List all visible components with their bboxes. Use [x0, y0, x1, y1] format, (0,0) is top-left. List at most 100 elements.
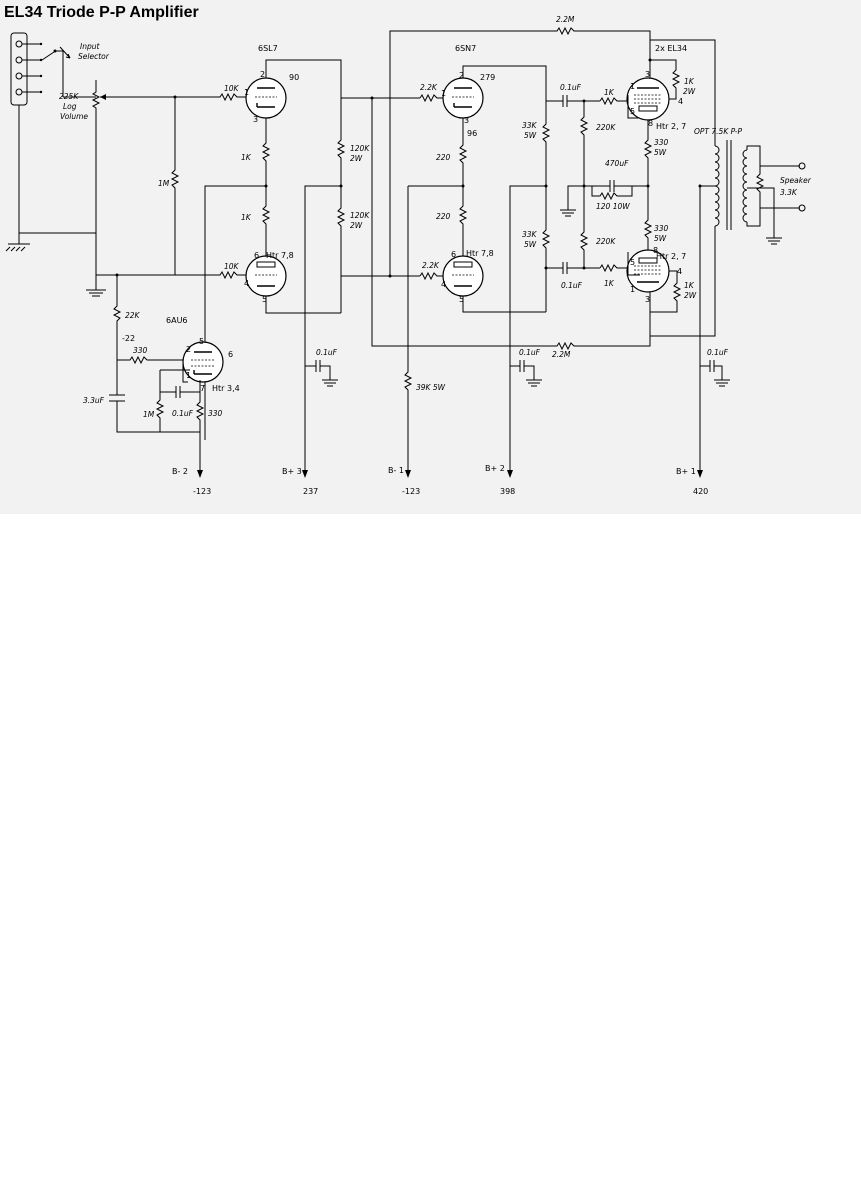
resistor-33k-top-1: 33K: [522, 121, 538, 130]
schematic-panel: EL34 Triode P-P Amplifier Input Selector…: [0, 0, 861, 514]
capacitor-v3: 0.1uF: [172, 409, 194, 418]
tube-6sn7-b: [442, 255, 484, 297]
resistor-330-cathode: 330: [208, 409, 223, 418]
svg-text:5: 5: [459, 295, 464, 304]
svg-text:1: 1: [244, 88, 249, 97]
resistor-1k-cathode-bottom: 1K: [241, 213, 252, 222]
resistor-3k3-speaker: 3.3K: [780, 188, 798, 197]
svg-text:7: 7: [200, 384, 205, 393]
resistor-120k-bottom-2: 2W: [350, 221, 363, 230]
resistor-2m2-feedback-bottom: 2.2M: [552, 350, 571, 359]
volume-label-3: Volume: [60, 112, 88, 121]
speaker-label: Speaker: [780, 176, 812, 185]
voltage-b2-neg: -123: [193, 487, 211, 496]
svg-text:4: 4: [677, 267, 682, 276]
resistor-1k-screen-top-2: 2W: [683, 87, 696, 96]
resistor-1m-v3: 1M: [143, 410, 155, 419]
capacitor-b2: 0.1uF: [519, 348, 541, 357]
svg-text:3: 3: [645, 70, 650, 79]
resistor-220k-bottom: 220K: [596, 237, 616, 246]
resistor-330-5w-bottom-1: 330: [654, 224, 669, 233]
tube-el34-bottom: [626, 249, 670, 293]
resistor-1k-screen-bottom-1: 1K: [684, 281, 695, 290]
svg-text:5: 5: [199, 337, 204, 346]
resistor-1k-screen-top-1: 1K: [684, 77, 695, 86]
heater-label-v2: Htr 7,8: [466, 249, 494, 258]
voltage-b3: 237: [303, 487, 318, 496]
resistor-33k-bottom-2: 5W: [524, 240, 537, 249]
svg-text:1: 1: [441, 89, 446, 98]
resistor-39k: 39K 5W: [416, 383, 446, 392]
capacitor-470uf: 470uF: [605, 159, 629, 168]
schematic-diagram: EL34 Triode P-P Amplifier Input Selector…: [4, 4, 812, 496]
svg-text:1: 1: [630, 285, 635, 294]
svg-text:3: 3: [464, 116, 469, 125]
svg-text:8: 8: [648, 119, 653, 128]
svg-text:4: 4: [244, 279, 249, 288]
resistor-120-10w: 120 10W: [596, 202, 630, 211]
svg-text:2: 2: [260, 70, 265, 79]
svg-text:5: 5: [262, 295, 267, 304]
resistor-330-5w-bottom-2: 5W: [654, 234, 667, 243]
voltage-v2-plate: 279: [480, 73, 495, 82]
input-selector-label-2: Selector: [78, 52, 110, 61]
tube-6sl7-b: [245, 255, 287, 297]
capacitor-coupling-bottom: 0.1uF: [561, 281, 583, 290]
tube-label-6sl7: 6SL7: [258, 44, 278, 53]
capacitor-b1: 0.1uF: [707, 348, 729, 357]
resistor-220-bottom: 220: [436, 212, 451, 221]
svg-text:4: 4: [678, 97, 683, 106]
resistor-2k2-bottom: 2.2K: [422, 261, 440, 270]
resistor-2k2-top: 2.2K: [420, 83, 438, 92]
voltage-b1-neg: -123: [402, 487, 420, 496]
resistor-1k-grid-bottom: 1K: [604, 279, 615, 288]
resistor-1k-cathode-top: 1K: [241, 153, 252, 162]
svg-text:4: 4: [441, 280, 446, 289]
voltage-b2-pos: 398: [500, 487, 515, 496]
resistor-120k-top-1: 120K: [350, 144, 370, 153]
volume-label-2: Log: [63, 102, 77, 111]
heater-label-v1: Htr 7,8: [266, 251, 294, 260]
tube-label-6au6: 6AU6: [166, 316, 188, 325]
rail-b1-pos: B+ 1: [676, 467, 696, 476]
voltage-v3-grid: -22: [122, 334, 135, 343]
resistor-1m-input: 1M: [158, 179, 170, 188]
resistor-220k-top: 220K: [596, 123, 616, 132]
resistor-120k-top-2: 2W: [350, 154, 363, 163]
rail-b1-neg: B- 1: [388, 466, 404, 475]
svg-text:2: 2: [186, 345, 191, 354]
heater-label-out-top: Htr 2, 7: [656, 122, 686, 131]
svg-text:3: 3: [645, 295, 650, 304]
voltage-v2-cathode: 96: [467, 129, 477, 138]
resistor-33k-top-2: 5W: [524, 131, 537, 140]
tube-6sn7-a: [442, 77, 484, 119]
page-title: EL34 Triode P-P Amplifier: [4, 4, 199, 21]
rail-b3: B+ 3: [282, 467, 302, 476]
input-selector-switch: [22, 42, 71, 97]
resistor-1k-grid-top: 1K: [604, 88, 615, 97]
tube-label-el34: 2x EL34: [655, 44, 687, 53]
voltage-b1-pos: 420: [693, 487, 708, 496]
resistor-10k-bottom: 10K: [224, 262, 240, 271]
capacitor-coupling-top: 0.1uF: [560, 83, 582, 92]
resistor-10k-top: 10K: [224, 84, 240, 93]
resistor-330-grid: 330: [133, 346, 148, 355]
svg-text:6: 6: [451, 250, 456, 259]
svg-text:6: 6: [254, 251, 259, 260]
voltage-v1-plate: 90: [289, 73, 299, 82]
rail-b2-neg: B- 2: [172, 467, 188, 476]
resistor-22k: 22K: [125, 311, 141, 320]
capacitor-b3: 0.1uF: [316, 348, 338, 357]
input-selector-label-1: Input: [80, 42, 100, 51]
resistor-220-top: 220: [436, 153, 451, 162]
resistor-330-5w-top-2: 5W: [654, 148, 667, 157]
resistor-1k-screen-bottom-2: 2W: [684, 291, 697, 300]
volume-label-1: 225K: [59, 92, 79, 101]
svg-text:1: 1: [630, 82, 635, 91]
svg-text:2: 2: [459, 71, 464, 80]
svg-text:6: 6: [228, 350, 233, 359]
capacitor-3u3: 3.3uF: [83, 396, 105, 405]
tube-label-6sn7: 6SN7: [455, 44, 476, 53]
heater-label-out-bottom: Htr 2, 7: [656, 252, 686, 261]
svg-text:1: 1: [186, 371, 191, 380]
